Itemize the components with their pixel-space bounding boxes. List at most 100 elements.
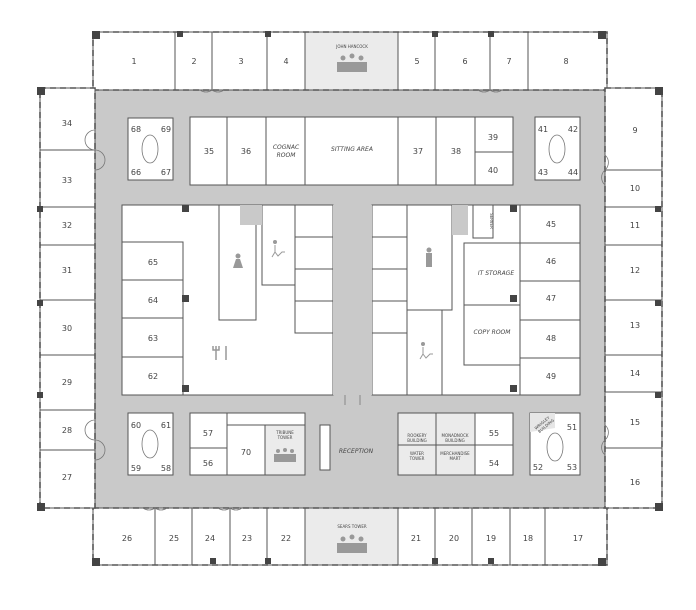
- label-21: 21: [411, 534, 421, 543]
- left-offices: [39, 87, 96, 509]
- bottom-offices: [92, 507, 608, 566]
- office-16[interactable]: [604, 447, 663, 509]
- office-6[interactable]: [434, 31, 491, 91]
- label-53: 53: [567, 463, 577, 472]
- conference-john-hancock[interactable]: [304, 31, 399, 91]
- office-12[interactable]: [604, 244, 663, 301]
- central-corridor: [333, 205, 372, 395]
- top-dashed-edge: [92, 31, 608, 91]
- label-55: 55: [489, 429, 499, 438]
- conference-merchandise-mart[interactable]: [435, 444, 476, 476]
- office-49[interactable]: [519, 357, 581, 396]
- office-17[interactable]: [544, 507, 608, 566]
- elevator-6[interactable]: [371, 236, 408, 270]
- label-41: 41: [538, 125, 548, 134]
- office-38[interactable]: [435, 116, 476, 186]
- label-28: 28: [62, 426, 72, 435]
- elevator-4[interactable]: [294, 300, 334, 334]
- office-54[interactable]: [474, 444, 514, 476]
- label-14: 14: [630, 369, 640, 378]
- stairwell-west[interactable]: [261, 204, 296, 286]
- office-13[interactable]: [604, 299, 663, 356]
- label-13: 13: [630, 321, 640, 330]
- office-39[interactable]: [474, 116, 514, 153]
- elevator-7[interactable]: [371, 268, 408, 302]
- label-tribune: TRIBUNE: [275, 430, 294, 435]
- elevator-3[interactable]: [294, 268, 334, 302]
- office-27[interactable]: [39, 449, 96, 509]
- label-70: 70: [241, 448, 251, 457]
- stairwell-east[interactable]: [406, 309, 443, 396]
- meeting-people-icon: [337, 534, 367, 553]
- office-33[interactable]: [39, 149, 96, 208]
- office-34[interactable]: [39, 87, 96, 151]
- main-entrance-doors[interactable]: [344, 395, 361, 405]
- server-nook: [452, 205, 468, 235]
- desk-pod: [141, 429, 159, 459]
- elevator-1[interactable]: [294, 204, 334, 238]
- conference-rookery[interactable]: [397, 412, 437, 446]
- office-36[interactable]: [226, 116, 267, 186]
- office-26[interactable]: [92, 507, 156, 566]
- office-65[interactable]: [121, 241, 184, 281]
- elevator-5[interactable]: [371, 204, 408, 238]
- office-63[interactable]: [121, 317, 184, 358]
- office-62[interactable]: [121, 356, 184, 396]
- service-nook: [240, 205, 262, 225]
- label-copy-room: COPY ROOM: [474, 329, 512, 336]
- office-55[interactable]: [474, 412, 514, 446]
- sitting-area[interactable]: [304, 116, 399, 186]
- workstation-cluster-41-44[interactable]: [534, 116, 581, 181]
- office-10[interactable]: [604, 169, 663, 208]
- label-39: 39: [488, 133, 498, 142]
- label-11: 11: [630, 221, 640, 230]
- office-56[interactable]: [189, 447, 228, 476]
- office-29[interactable]: [39, 354, 96, 411]
- label-54: 54: [489, 459, 499, 468]
- office-70[interactable]: [226, 424, 266, 476]
- office-8[interactable]: [527, 31, 608, 91]
- it-storage[interactable]: [463, 242, 521, 306]
- office-48[interactable]: [519, 319, 581, 359]
- right-dashed-edge: [604, 87, 663, 509]
- office-45[interactable]: [519, 204, 581, 244]
- door-icon: [84, 419, 106, 461]
- label-12: 12: [630, 266, 640, 275]
- office-46[interactable]: [519, 242, 581, 282]
- label-67: 67: [161, 168, 171, 177]
- label-27: 27: [62, 473, 72, 482]
- office-30[interactable]: [39, 299, 96, 356]
- office-23[interactable]: [229, 507, 268, 566]
- office-18[interactable]: [509, 507, 546, 566]
- office-19[interactable]: [471, 507, 511, 566]
- label-42: 42: [568, 125, 578, 134]
- office-28[interactable]: [39, 409, 96, 451]
- office-32[interactable]: [39, 206, 96, 246]
- server-room[interactable]: [472, 204, 494, 239]
- top-offices: [92, 31, 608, 91]
- office-35[interactable]: [189, 116, 228, 186]
- label-24: 24: [205, 534, 215, 543]
- office-64[interactable]: [121, 279, 184, 319]
- office-11[interactable]: [604, 206, 663, 246]
- label-69: 69: [161, 125, 171, 134]
- label-32: 32: [62, 221, 72, 230]
- office-40[interactable]: [474, 151, 514, 186]
- structural-columns: [37, 31, 663, 566]
- elevator-2[interactable]: [294, 236, 334, 270]
- office-3[interactable]: [211, 31, 268, 91]
- office-14[interactable]: [604, 354, 663, 393]
- elevator-8[interactable]: [371, 300, 408, 334]
- office-9[interactable]: [604, 87, 663, 171]
- workstation-cluster-58-61[interactable]: [127, 412, 174, 476]
- mens-restroom-icon: [426, 247, 432, 267]
- label-57: 57: [203, 429, 213, 438]
- office-37[interactable]: [397, 116, 437, 186]
- office-47[interactable]: [519, 280, 581, 321]
- label-64: 64: [148, 296, 158, 305]
- cognac-room[interactable]: [265, 116, 306, 186]
- office-1[interactable]: [92, 31, 176, 91]
- conference-water-tower[interactable]: [397, 444, 437, 476]
- workstation-cluster-66-69[interactable]: [127, 117, 174, 181]
